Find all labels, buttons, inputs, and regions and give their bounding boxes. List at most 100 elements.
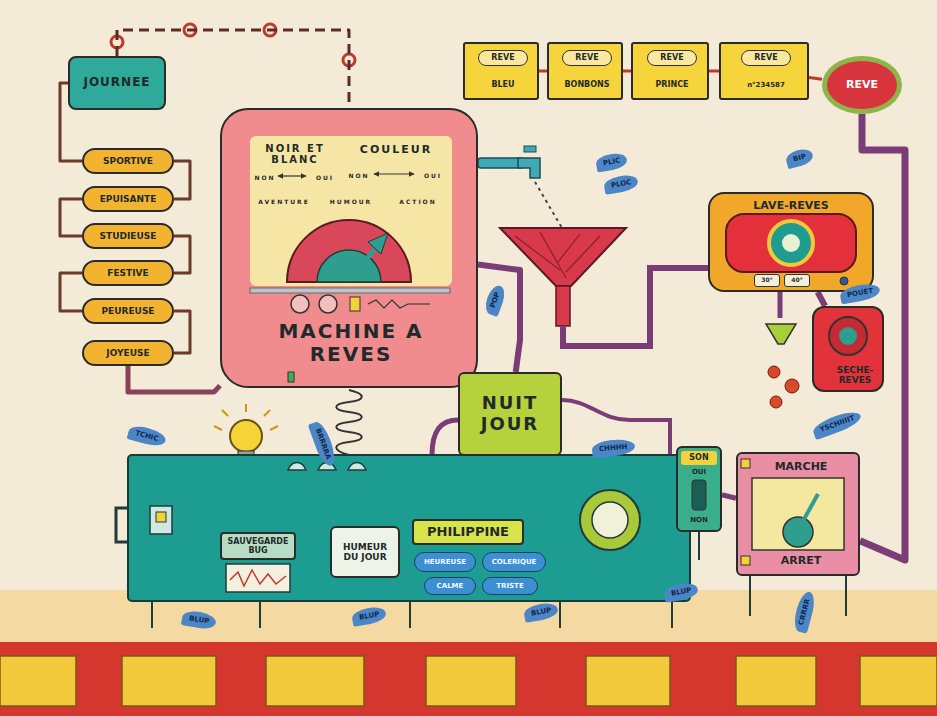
pipe-connector (174, 161, 190, 199)
dream-machine: MACHINE A REVESNOIR ET BLANCNONOUICOULEU… (220, 108, 478, 388)
sound-effect: BIP (784, 147, 814, 169)
part-label: REVE (647, 50, 697, 66)
sound-effect: BLUP (351, 605, 388, 627)
part-label: PHILIPPINE (427, 525, 509, 540)
day-capsule: EPUISANTE (82, 186, 174, 212)
sound-effect: BLUP (181, 609, 218, 631)
part-label: LAVE-REVES (710, 198, 872, 214)
part-label: SAUVEGARDE BUG (222, 537, 294, 555)
mood-button: COLERIQUE (482, 552, 546, 572)
part-label: BONBONS (549, 76, 625, 94)
part-label: NON (346, 170, 372, 182)
dream-card: REVE n°234587 (719, 42, 809, 100)
power-dial-panel (752, 478, 844, 550)
base-switch (150, 506, 172, 534)
pipe-connector (539, 70, 547, 73)
machine-slot (250, 288, 450, 293)
mood-button: TRISTE (482, 577, 538, 595)
dream-card: REVE BONBONS (547, 42, 623, 100)
part-label: NOIR ET BLANC (254, 139, 336, 169)
machine-knob (319, 295, 337, 313)
sound-effect: BRRRRA (308, 419, 339, 468)
sound-switch (692, 480, 706, 510)
pipe-connector (818, 292, 826, 306)
base-handle (116, 508, 128, 542)
part-label: n°234587 (721, 76, 811, 94)
part-label: 40° (784, 274, 810, 287)
machine-base (128, 455, 690, 601)
dryer-drum (829, 317, 867, 355)
washer-center (782, 234, 800, 252)
part-label: ARRET (756, 552, 846, 570)
pipe (432, 420, 458, 455)
day-capsule: SPORTIVE (82, 148, 174, 174)
day-capsule: STUDIEUSE (82, 223, 174, 249)
dial-needle (349, 243, 380, 280)
pipe-connector (174, 236, 190, 273)
part-label: HUMEUR DU JOUR (337, 542, 393, 563)
conveyor-box (122, 656, 216, 706)
base-leg (151, 600, 153, 628)
part-label: NUIT JOUR (472, 393, 548, 434)
pipe (778, 292, 783, 318)
part-label: MARCHE (756, 458, 846, 476)
part-label: CALME (437, 582, 464, 590)
sound-effect: BLUP (523, 601, 560, 623)
dream-balloon: REVE (822, 56, 902, 114)
box-leg (845, 576, 847, 616)
pipe-connector (60, 199, 82, 236)
conveyor-box (586, 656, 670, 706)
mood-button: HEUREUSE (414, 552, 476, 572)
power-needle (798, 494, 818, 530)
conveyor-box (266, 656, 364, 706)
sound-effect: CHHHH (591, 438, 635, 458)
power-dial (783, 517, 813, 547)
day-night-box: NUIT JOUR (458, 372, 562, 456)
switch-arrow (278, 175, 306, 176)
faucet-spout (518, 158, 540, 178)
light-ray (245, 404, 247, 412)
base-leg (259, 600, 261, 628)
mode-switch: NOIR ET BLANC NON OUI (250, 136, 340, 188)
part-label: JOYEUSE (106, 348, 149, 358)
pipe-connector (128, 366, 220, 392)
faucet-handle (524, 146, 536, 152)
pipe-connector (809, 77, 822, 79)
name-banner: PHILIPPINE (412, 519, 524, 545)
sound-effect: PLOC (603, 173, 640, 195)
part-label: OUI (312, 172, 338, 184)
base-dial (580, 490, 640, 550)
washer-drum (769, 221, 813, 265)
pipe-connector (478, 265, 520, 372)
part-label: SECHE-REVES (828, 360, 882, 390)
part-label: REVE (741, 50, 791, 66)
light-ray (270, 426, 278, 430)
part-label: NON (252, 172, 278, 184)
washer-window (726, 214, 856, 272)
light-ray (264, 410, 270, 416)
sound-effect: BLUP (663, 581, 700, 603)
dream-card: REVEBLEU (463, 42, 539, 100)
machine-led (288, 372, 294, 382)
part-label: REVE (562, 50, 612, 66)
power-button (741, 556, 750, 565)
pipe-connector (623, 70, 631, 73)
sound-effect: TCHIC (127, 423, 167, 448)
part-label: NON (684, 514, 714, 526)
part-label: OUI (420, 170, 446, 182)
light-ray (222, 410, 228, 416)
graph-line (230, 570, 286, 586)
part-label: FESTIVE (107, 268, 148, 278)
conveyor-box (0, 656, 76, 706)
box-leg (698, 532, 700, 560)
dial-center (317, 250, 381, 282)
dream-piece (770, 396, 782, 408)
part-label: TRISTE (496, 582, 523, 590)
day-capsule: JOYEUSE (82, 340, 174, 366)
machine-dial (287, 220, 411, 282)
part-label: AVENTURE (252, 196, 316, 208)
part-label: PRINCE (633, 76, 711, 94)
part-label: EPUISANTE (100, 194, 157, 204)
